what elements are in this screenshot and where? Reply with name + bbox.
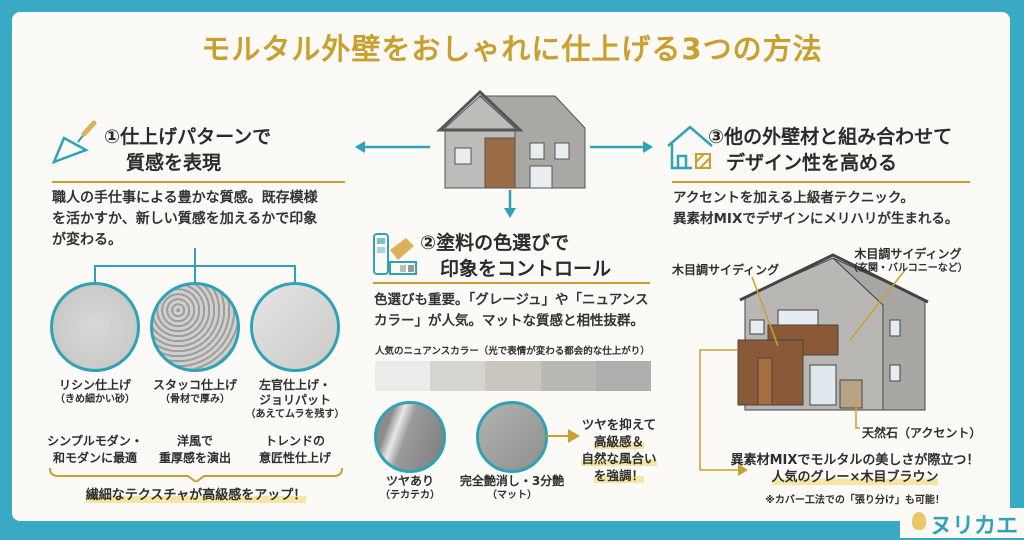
section2-heading-line2: 印象をコントロール	[440, 258, 612, 280]
section3-note: ※カバー工法での「張り分け」も可能！	[765, 495, 945, 506]
glossy-finish-image	[374, 401, 446, 473]
arrow-right-icon	[546, 429, 580, 443]
swatch-label: 人気のニュアンスカラー（光で表情が変わる都会的な仕上がり）	[375, 346, 650, 357]
color-swatch	[375, 361, 431, 391]
texture-jolypate-desc: トレンドの意匠性仕上げ	[258, 434, 331, 465]
section1-body: 職人の手仕事による豊かな質感。既存模様を活かすか、新しい質感を加えるかで印象が変…	[52, 190, 318, 248]
divider	[52, 181, 345, 183]
mixed-material-house-illustration	[699, 253, 929, 476]
center-house-illustration	[355, 89, 653, 218]
tree-connector	[94, 248, 296, 284]
texture-lysine-image	[50, 282, 140, 372]
matte-callout: ツヤを抑えて高級感＆自然な風合いを強調！	[581, 417, 657, 483]
section3-heading-line1: ③他の外壁材と組み合わせて	[708, 126, 953, 148]
texture-lysine-desc: シンプルモダン・和モダンに最適	[47, 434, 143, 465]
logo[interactable]: ヌリカエ	[930, 514, 1019, 539]
color-palette-icon	[373, 233, 417, 275]
divider	[373, 282, 650, 284]
section3-body: アクセントを加える上級者テクニック。異素材MIXでデザインにメリハリが生まれる。	[673, 190, 959, 227]
section2-body: 色選びも重要。「グレージュ」や「ニュアンスカラー」が人気。マットな質感と相性抜群…	[374, 292, 649, 329]
trowel-icon	[51, 120, 97, 165]
texture-jolypate-image	[250, 282, 340, 372]
color-swatch	[595, 361, 652, 391]
texture-lysine: リシン仕上げ（きめ細かい砂）	[55, 378, 135, 405]
matte-label: 完全艶消し・3分艶（マット）	[459, 474, 565, 501]
section3-heading-line2: デザイン性を高める	[726, 152, 898, 174]
label-wood-siding-left: 木目調サイディング	[672, 263, 780, 277]
texture-jolypate: 左官仕上げ・ジョリパット（あえてムラを残す）	[245, 378, 345, 420]
color-swatch	[485, 361, 541, 391]
logo-mascot-icon	[912, 512, 926, 530]
section3-result: 異素材MIXでモルタルの美しさが際立つ！人気のグレー×木目ブラウン	[730, 453, 980, 485]
section1-heading-line2: 質感を表現	[126, 152, 222, 174]
color-swatch	[540, 361, 596, 391]
section2-heading-line1: ②塗料の色選びで	[420, 232, 570, 254]
divider	[672, 181, 970, 183]
matte-finish-image	[476, 401, 548, 473]
texture-stucco-image	[150, 282, 240, 372]
texture-stucco: スタッコ仕上げ（骨材で厚み）	[152, 378, 237, 405]
texture-stucco-desc: 洋風で重厚感を演出	[158, 434, 231, 465]
glossy-label: ツヤあり（テカテカ）	[380, 474, 440, 501]
label-natural-stone: 天然石（アクセント）	[862, 426, 982, 440]
page-title: モルタル外壁をおしゃれに仕上げる3つの方法	[201, 32, 823, 66]
section1-heading-line1: ①仕上げパターンで	[104, 126, 272, 148]
color-swatch	[430, 361, 486, 391]
section1-summary: 繊細なテクスチャが高級感をアップ！	[85, 488, 307, 503]
brace	[49, 467, 343, 482]
house-icon	[667, 125, 713, 170]
swatch-strip	[375, 361, 652, 391]
label-wood-siding-right: 木目調サイディング（玄関・バルコニーなど）	[848, 247, 968, 274]
